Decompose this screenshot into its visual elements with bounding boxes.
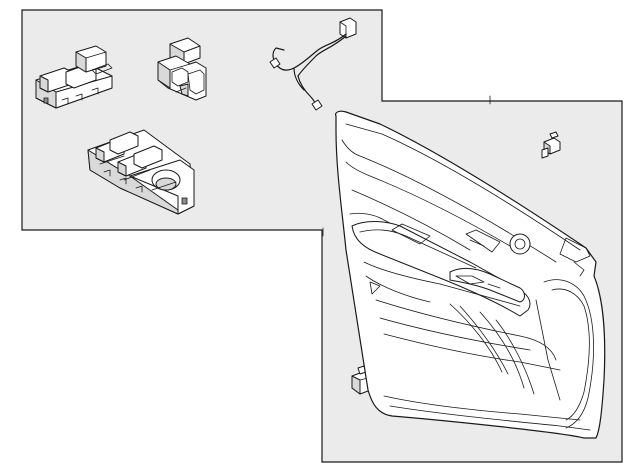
upper-clip [541, 131, 561, 159]
door-trim-panel [335, 110, 606, 439]
master-window-switch [87, 129, 195, 215]
switch-bracket [157, 37, 207, 101]
wiring-harness [269, 17, 357, 111]
small-window-switch [35, 45, 113, 109]
